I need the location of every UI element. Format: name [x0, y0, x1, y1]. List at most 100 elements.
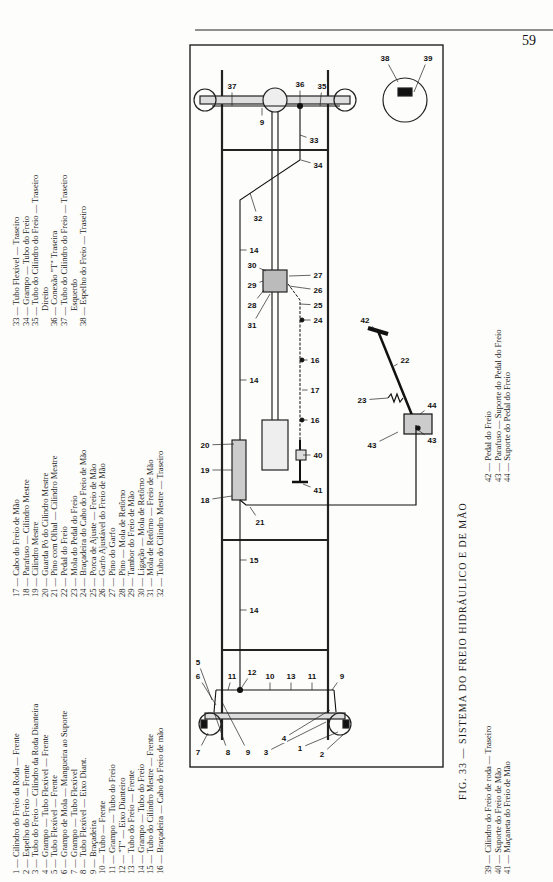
legend-entry: 14 — Grampo — Tubo do Freio: [137, 606, 147, 874]
legend-entry: 34 — Grampo — Tubo do Freio: [22, 151, 32, 326]
legend-entry: 7 — Grampo — Tubo Flexível: [70, 606, 80, 874]
callout-number: 4: [281, 734, 287, 743]
header-rule: [195, 30, 553, 31]
legend-entry: 13 — Tubo do Freio — Frente: [127, 606, 137, 874]
callout-number: 1: [297, 744, 303, 753]
leader-line: [300, 91, 301, 105]
leader-line: [369, 398, 388, 399]
leader-line: [202, 683, 216, 706]
leader-line: [250, 507, 256, 516]
legend-entry: 17 — Cabo do Freio de Mão: [12, 335, 22, 597]
legend-entry: 40 — Suporte do Freio de Mão: [494, 604, 504, 874]
leader-line: [240, 250, 247, 251]
legend-column: 39 — Cilindro do Freio de roda — Traseir…: [484, 604, 513, 874]
leader-line: [303, 455, 311, 456]
callout-number: 2: [319, 750, 325, 759]
leader-line: [302, 360, 308, 361]
callout-number: 35: [317, 82, 328, 91]
legend-entry: 33 — Tubo Flexível — Traseiro: [12, 151, 22, 326]
leader-line: [289, 710, 330, 735]
legend-entry: 9 — Braçadeira: [89, 606, 99, 874]
callout-number: 18: [200, 496, 211, 505]
leader-line: [300, 304, 311, 306]
legend-entry: 1 — Cilindro do Freio da Roda — Frente: [12, 606, 22, 874]
callout-number: 14: [249, 376, 260, 385]
leader-line: [240, 380, 247, 381]
leader-line: [214, 712, 226, 746]
callout-number: 16: [310, 416, 321, 425]
legend-column: 42 — Pedal do Freio43 — Parafuso — Supor…: [484, 307, 513, 482]
leader-line: [302, 320, 311, 321]
callout-number: 8: [225, 748, 231, 757]
legend-entry: 22 — Pedal do Freio: [60, 335, 70, 597]
legend-entry: 8 — Tubo Flexível — Eixo Diant.: [79, 606, 89, 874]
callout-number: 17: [310, 386, 321, 395]
legend-entry: 39 — Cilindro do Freio de roda — Traseir…: [484, 604, 494, 874]
legend-entry: 6 — Grampo de Mola — Mangueira ao Suport…: [60, 606, 70, 874]
leader-line: [228, 683, 230, 691]
legend-entry: 20 — Guarda Pó do Cilindro Mestre: [41, 335, 51, 597]
legend-entry: 28 — Pino — Mola de Retôrno: [118, 335, 128, 597]
callout-number: 21: [255, 518, 266, 527]
leader-line: [289, 275, 311, 277]
callout-number: 14: [249, 246, 260, 255]
leader-line: [414, 65, 425, 93]
callout-number: 30: [247, 261, 258, 270]
callout-number: 14: [249, 606, 260, 615]
leader-line: [320, 93, 321, 107]
callout-number: 40: [313, 451, 324, 460]
callout-number: 24: [313, 316, 324, 325]
legend-entry: 44 — Suporte do Pedal do Freio: [503, 307, 513, 482]
callout-number: 10: [265, 672, 276, 681]
brake-pedal: [240, 328, 432, 505]
chassis: [190, 45, 443, 767]
leader-line: [240, 560, 247, 561]
callout-number: 20: [200, 441, 211, 450]
leader-line: [222, 702, 245, 746]
brake-lines: [212, 104, 340, 713]
callout-number: 33: [309, 136, 320, 145]
callout-number: 13: [286, 672, 297, 681]
legend-entry: 11 — Grampo — Tubo do Freio: [108, 606, 118, 874]
leader-line: [302, 390, 308, 391]
callout-number: 43: [427, 436, 438, 445]
callout-number: 43: [367, 441, 378, 450]
legend-entry: 21 — Pino com Olhal — Cilindro Mestre: [50, 335, 60, 597]
callout-number: 26: [313, 286, 324, 295]
callout-number: 39: [423, 54, 434, 63]
callout-number: 22: [400, 356, 411, 365]
legend-entry: 18 — Parafuso — Cilindro Mestre: [22, 335, 32, 597]
callout-number: 7: [195, 748, 201, 757]
callout-number: 42: [360, 316, 371, 325]
leader-line: [240, 610, 247, 611]
callout-number: 5: [195, 658, 201, 667]
legend-entry: 19 — Cilindro Mestre: [31, 335, 41, 597]
callout-number: 23: [357, 396, 368, 405]
legend-entry: 2 — Espelho do Freio — Frente: [22, 606, 32, 874]
callout-number: 27: [313, 271, 324, 280]
legend-entry: 25 — Porca de Ajuste — Freio de Mão: [89, 335, 99, 597]
legend-entry: 41 — Maçaneta do Freio de Mão: [503, 604, 513, 874]
leader-line: [379, 432, 398, 441]
leader-line: [303, 484, 311, 487]
legend-entry: 31 — Mola de Retôrno — Freio de Mão: [146, 335, 156, 597]
legend-entry: 4 — Grampo — Tubo Flexível — Frente: [41, 606, 51, 874]
leader-line: [394, 364, 398, 366]
callout-number: 15: [249, 556, 260, 565]
callout-number: 3: [263, 748, 269, 757]
leader-line: [212, 496, 232, 499]
callout-number: 19: [200, 466, 211, 475]
legend-entry: 3 — Tubo do Freio — Cilindro da Roda Dia…: [31, 606, 41, 874]
callout-number: 32: [253, 214, 264, 223]
callout-number: 29: [247, 281, 258, 290]
legend-entry: 35 — Tubo do Cilindro do Freio — Traseir…: [31, 151, 50, 326]
legend-entry: 43 — Parafuso — Suporte do Pedal do Frei…: [494, 307, 504, 482]
legend-entry: 23 — Mola do Pedal do Freio: [70, 335, 80, 597]
legend-entry: 15 — Tubo do Cilindro Mestre — Frente: [146, 606, 156, 874]
legend-entry: 27 — Pino do Garfo: [108, 335, 118, 597]
callout-number: 12: [247, 668, 258, 677]
legend-entry: 30 — Ligação — Mola de Retôrno: [137, 335, 147, 597]
leader-line: [289, 286, 311, 289]
